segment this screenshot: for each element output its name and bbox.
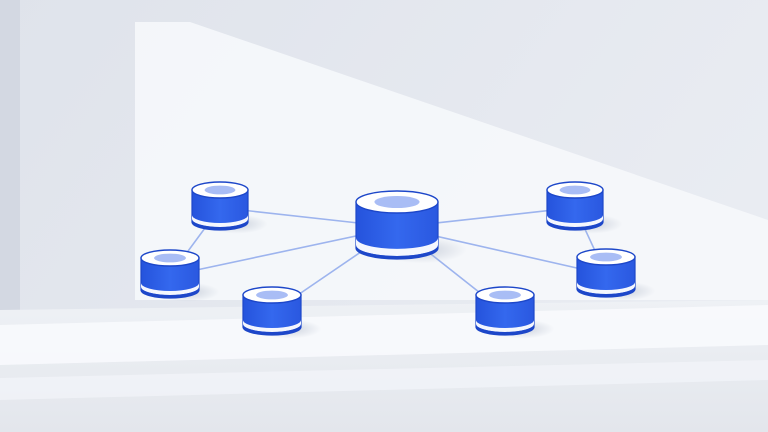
node-base-band <box>355 237 438 256</box>
node-top-inner <box>559 185 591 195</box>
node-base-edge <box>476 324 534 335</box>
node-base-edge <box>547 219 603 230</box>
light-band-floor <box>0 360 768 400</box>
node-base-band <box>192 214 249 227</box>
hub-database-node <box>355 190 467 264</box>
node-base-edge <box>577 286 635 297</box>
left-wall-edge <box>0 0 20 310</box>
node-base-band <box>577 281 635 294</box>
node-top-inner <box>154 253 186 263</box>
node-base-band <box>243 319 301 332</box>
node-base-edge <box>356 245 438 259</box>
node-base-band <box>141 282 199 295</box>
database-node-bottom-right <box>475 286 555 339</box>
database-node-mid-left <box>140 249 220 302</box>
node-base-edge <box>141 287 199 298</box>
node-top-inner <box>256 290 288 300</box>
node-base-band <box>476 319 534 332</box>
database-node-top-left <box>191 181 268 234</box>
database-node-mid-right <box>576 248 656 301</box>
node-top-inner <box>489 290 521 300</box>
node-top-inner <box>590 252 622 262</box>
database-node-top-right <box>546 181 623 234</box>
node-base-edge <box>192 219 248 230</box>
light-patch-floor <box>0 305 768 365</box>
database-node-bottom-left <box>242 286 322 339</box>
node-top-inner <box>204 185 236 195</box>
nodes-layer <box>140 181 656 339</box>
node-base-band <box>547 214 603 227</box>
node-base-edge <box>243 324 301 335</box>
node-top-inner <box>374 195 420 209</box>
